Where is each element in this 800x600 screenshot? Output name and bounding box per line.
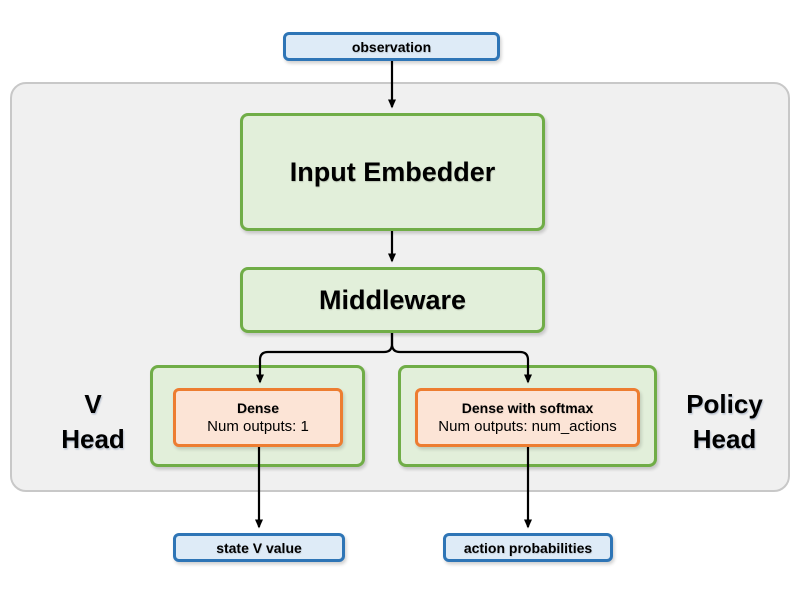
policy-head-label-line1: Policy	[686, 388, 763, 419]
policy-head-layer-subtitle: Num outputs: num_actions	[438, 417, 617, 435]
policy-head-label-line2: Head	[692, 424, 757, 454]
v-head-label-line2: Head	[61, 424, 125, 454]
state-v-value-node: state V value	[173, 533, 345, 562]
input-embedder-block: Input Embedder	[240, 113, 545, 231]
middleware-block: Middleware	[240, 267, 545, 333]
v-head-layer-title: Dense	[236, 399, 280, 416]
policy-head-layer-title: Dense with softmax	[461, 399, 594, 416]
observation-node: observation	[283, 32, 500, 61]
v-head-label: V Head	[38, 382, 148, 462]
policy-head-dense-layer: Dense with softmax Num outputs: num_acti…	[415, 388, 640, 447]
policy-head-label: Policy Head	[662, 380, 787, 464]
v-head-dense-layer: Dense Num outputs: 1	[173, 388, 343, 447]
action-probabilities-node: action probabilities	[443, 533, 613, 562]
v-head-label-line1: V	[84, 388, 102, 419]
v-head-layer-subtitle: Num outputs: 1	[207, 417, 309, 435]
